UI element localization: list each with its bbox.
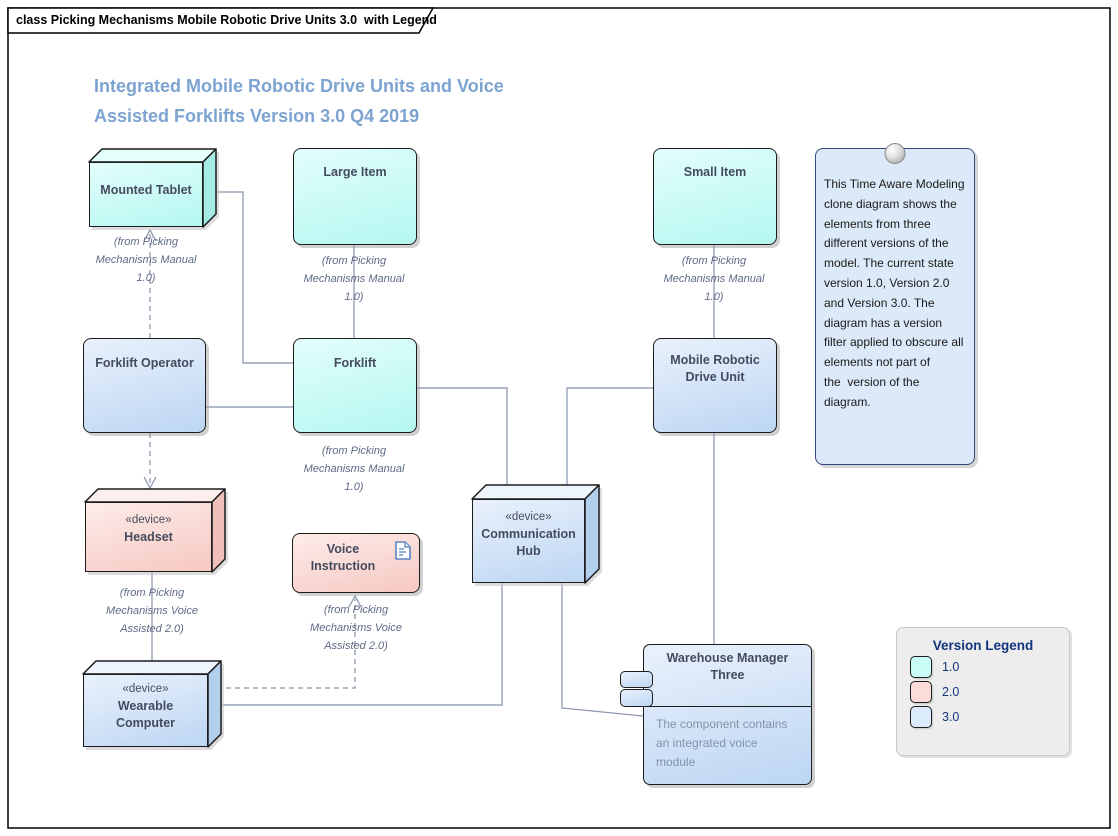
diagram-frame — [7, 7, 1111, 829]
node-wearable-computer[interactable]: «device» Wearable Computer — [83, 674, 208, 747]
class-mobile-robotic-drive-unit[interactable]: Mobile Robotic Drive Unit — [653, 338, 777, 433]
from-note-large-item: (from Picking Mechanisms Manual 1.0) — [303, 255, 405, 303]
stereotype-label: «device» — [125, 514, 172, 526]
class-small-item[interactable]: Small Item — [653, 148, 777, 245]
class-name: Voice Instruction — [310, 542, 376, 573]
note-pin-icon — [884, 143, 906, 164]
version-legend: Version Legend 1.0 2.0 3.0 — [896, 627, 1070, 756]
diagram-frame-tab — [7, 7, 435, 34]
arrowhead-up-icon — [348, 594, 362, 608]
diagram-tab-label: class Picking Mechanisms Mobile Robotic … — [16, 13, 437, 27]
node-headset[interactable]: «device» Headset — [85, 502, 212, 572]
stereotype-label: «device» — [122, 683, 169, 695]
legend-label: 1.0 — [942, 660, 960, 674]
node-name: Headset — [124, 530, 173, 544]
node-mounted-tablet[interactable]: Mounted Tablet — [89, 162, 203, 227]
note-box[interactable]: This Time Aware Modeling clone diagram s… — [815, 143, 975, 465]
connector-tablet-forklift — [215, 191, 293, 364]
arrowhead-down-icon — [143, 476, 157, 490]
legend-swatch — [910, 706, 932, 728]
component-name: Warehouse Manager Three — [666, 651, 789, 682]
class-name: Mobile Robotic Drive Unit — [670, 353, 760, 384]
node-name: Communication Hub — [481, 527, 576, 558]
class-forklift-operator[interactable]: Forklift Operator — [83, 338, 206, 433]
legend-label: 2.0 — [942, 685, 960, 699]
legend-row-2: 2.0 — [910, 681, 1069, 703]
node-communication-hub[interactable]: «device» Communication Hub — [472, 499, 585, 583]
document-icon — [395, 541, 411, 565]
component-header: Warehouse Manager Three — [644, 645, 811, 707]
class-name: Large Item — [323, 165, 387, 179]
connector-hub-warehouse — [561, 583, 644, 717]
component-description: The component contains an integrated voi… — [656, 717, 788, 769]
legend-label: 3.0 — [942, 710, 960, 724]
from-note-voice-instruction: (from Picking Mechanisms Voice Assisted … — [310, 604, 402, 652]
legend-row-1: 1.0 — [910, 656, 1069, 678]
connector-forklift-hub — [417, 387, 508, 488]
node-name: Wearable Computer — [115, 699, 176, 730]
from-note-headset: (from Picking Mechanisms Voice Assisted … — [106, 587, 198, 635]
dependency-wearable-voice — [217, 599, 356, 689]
legend-swatch — [910, 681, 932, 703]
connector-mrdu-hub — [566, 387, 653, 488]
connectors — [143, 191, 715, 717]
component-port-bottom[interactable] — [620, 689, 653, 707]
page-title: Integrated Mobile Robotic Drive Units an… — [94, 76, 504, 126]
legend-title: Version Legend — [932, 638, 1034, 653]
connector-hub-wearable — [221, 583, 503, 706]
from-note-forklift: (from Picking Mechanisms Manual 1.0) — [303, 445, 405, 493]
class-forklift[interactable]: Forklift — [293, 338, 417, 433]
class-name: Forklift — [333, 356, 377, 370]
legend-row-3: 3.0 — [910, 706, 1069, 728]
class-large-item[interactable]: Large Item — [293, 148, 417, 245]
note-text: This Time Aware Modeling clone diagram s… — [824, 177, 965, 409]
class-name: Forklift Operator — [95, 356, 194, 370]
stereotype-label: «device» — [505, 511, 552, 523]
legend-swatch — [910, 656, 932, 678]
from-note-mounted-tablet: (from Picking Mechanisms Manual 1.0) — [95, 236, 197, 284]
component-warehouse-manager-three[interactable]: Warehouse Manager Three The component co… — [643, 644, 812, 785]
node-name: Mounted Tablet — [100, 183, 192, 197]
class-name: Small Item — [683, 165, 747, 179]
component-port-top[interactable] — [620, 671, 653, 688]
from-note-small-item: (from Picking Mechanisms Manual 1.0) — [663, 255, 765, 303]
class-voice-instruction[interactable]: Voice Instruction — [292, 533, 420, 593]
node-3d-faces — [82, 148, 600, 748]
